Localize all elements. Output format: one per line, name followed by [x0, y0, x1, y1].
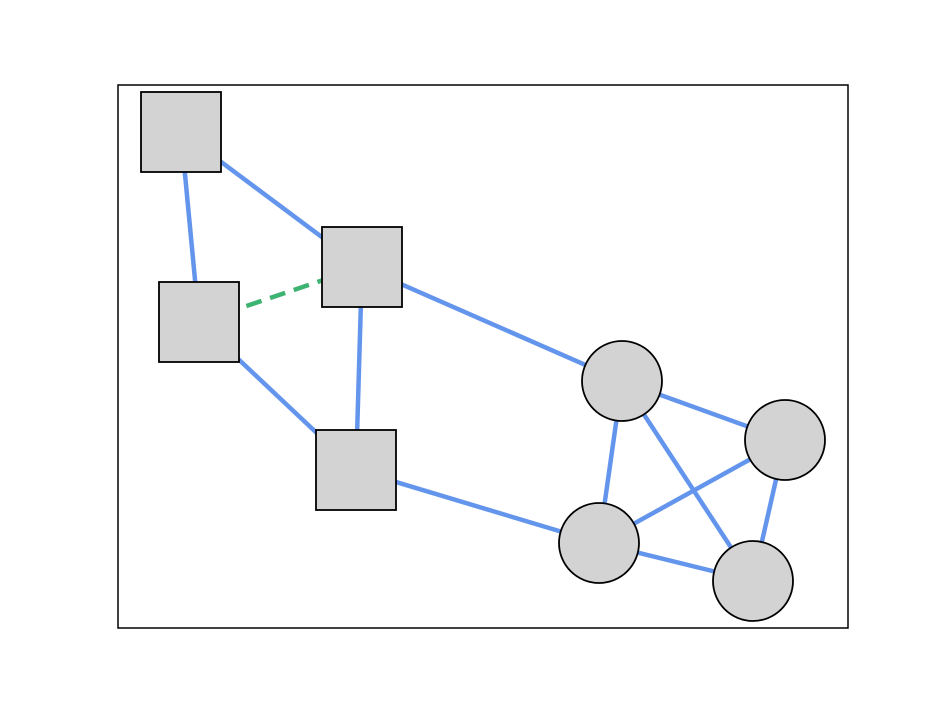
node-square-s4: [315, 429, 397, 511]
plot-frame: [117, 84, 849, 629]
nodes-layer: [140, 91, 826, 622]
node-square-s3: [321, 226, 403, 308]
node-square-s2: [158, 281, 240, 363]
edge-s3-c1: [361, 264, 623, 384]
node-circle-c1: [581, 340, 663, 422]
node-square-s1: [140, 91, 222, 173]
edges-layer: [178, 130, 788, 584]
node-circle-c3: [558, 502, 640, 584]
node-circle-c2: [744, 399, 826, 481]
node-circle-c4: [712, 540, 794, 622]
